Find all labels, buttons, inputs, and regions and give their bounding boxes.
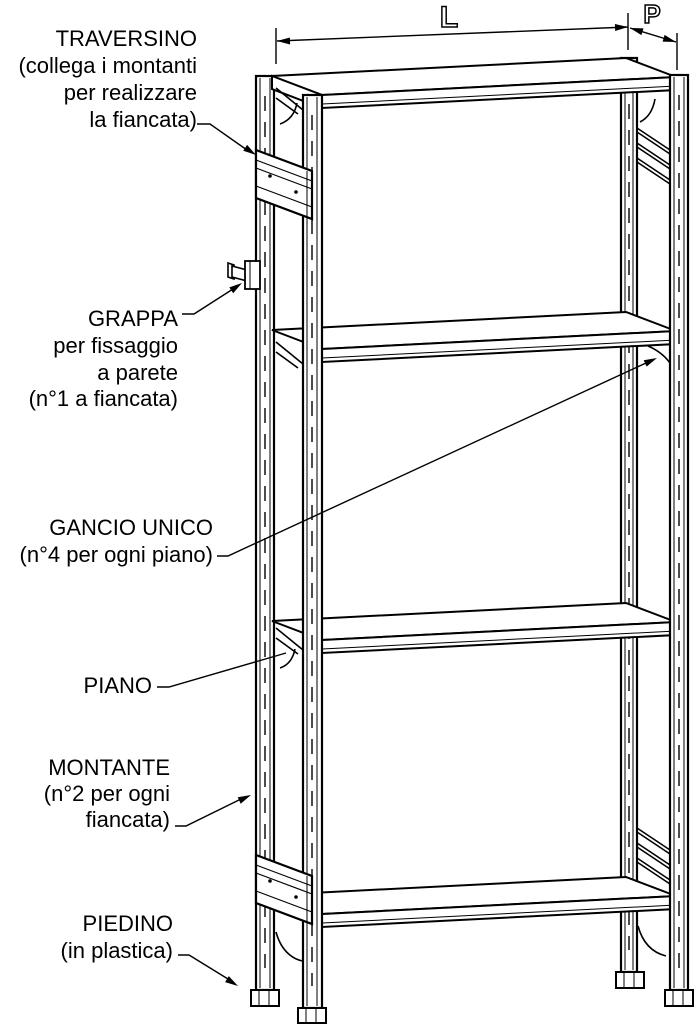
foot-rear-left	[250, 989, 280, 1007]
arrowhead-gancio-unico	[643, 358, 657, 367]
leader-piedino	[178, 954, 229, 980]
right-side-rails-top	[636, 127, 671, 185]
foot-front-right	[664, 989, 694, 1007]
callout-traversino-line3: per realizzare	[64, 80, 197, 105]
callout-grappa-line3: a parete	[97, 360, 178, 385]
callout-montante: MONTANTE (n°2 per ogni fiancata)	[44, 755, 170, 832]
leader-grappa	[182, 288, 234, 315]
right-side-rails-bottom	[636, 827, 671, 885]
foot-rear-right	[615, 971, 645, 989]
callout-grappa-line1: GRAPPA	[88, 306, 178, 331]
grappa-bracket	[227, 260, 261, 290]
callout-grappa-line4: (n°1 a fiancata)	[29, 386, 178, 411]
shelf-hook-gussets	[275, 87, 671, 962]
callout-montante-line1: MONTANTE	[48, 755, 170, 780]
callout-traversino-line2: (collega i montanti	[18, 53, 197, 78]
callout-grappa-line2: per fissaggio	[53, 333, 178, 358]
callout-piano-line1: PIANO	[84, 673, 152, 698]
leader-traversino	[197, 123, 248, 151]
arrowhead-piedino	[225, 976, 238, 986]
callout-gancio-line1: GANCIO UNICO	[49, 515, 213, 540]
callout-piano: PIANO	[84, 673, 152, 698]
callout-montante-line2: (n°2 per ogni	[44, 781, 170, 806]
dimension-L	[275, 13, 629, 64]
callout-piedino: PIEDINO (in plastica)	[61, 911, 173, 963]
shelf-4-bottom	[271, 875, 677, 929]
callout-grappa: GRAPPA per fissaggio a parete (n°1 a fia…	[29, 306, 179, 411]
upright-rear-left	[254, 74, 276, 992]
callout-montante-line3: fiancata)	[86, 807, 170, 832]
leader-gancio-unico	[217, 362, 647, 557]
leader-piano	[157, 652, 287, 688]
callout-traversino: TRAVERSINO (collega i montanti per reali…	[18, 26, 197, 132]
foot-front-left	[297, 1007, 327, 1024]
shelf-3	[271, 601, 677, 655]
shelf-1-top	[271, 56, 677, 110]
callout-gancio-unico: GANCIO UNICO (n°4 per ogni piano)	[20, 515, 213, 567]
callout-leaders	[157, 123, 657, 986]
dimension-P-label: P	[643, 0, 660, 29]
upright-rear-right	[619, 56, 639, 974]
upright-front-right	[668, 73, 690, 992]
arrowhead-grappa	[229, 283, 242, 294]
leader-montante	[175, 798, 242, 827]
callout-piedino-line2: (in plastica)	[61, 938, 173, 963]
callout-piedino-line1: PIEDINO	[83, 911, 173, 936]
shelf-2	[271, 310, 677, 364]
dimension-P	[629, 27, 678, 70]
traversino-rail-top	[254, 148, 314, 221]
dimension-L-label: L	[440, 1, 458, 34]
arrowhead-montante	[237, 795, 251, 804]
traversino-rail-bottom	[254, 853, 314, 926]
callout-traversino-line4: la fiancata)	[89, 107, 197, 132]
callout-traversino-line1: TRAVERSINO	[56, 26, 197, 51]
callout-gancio-line2: (n°4 per ogni piano)	[20, 542, 213, 567]
arrowhead-traversino	[243, 144, 256, 155]
upright-front-left	[301, 93, 324, 1010]
